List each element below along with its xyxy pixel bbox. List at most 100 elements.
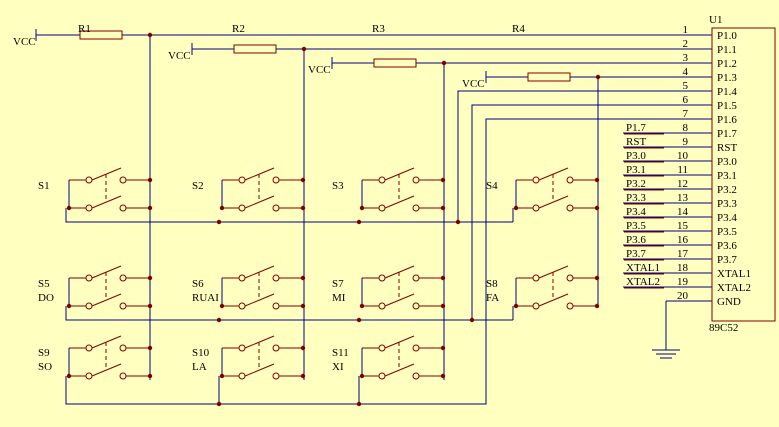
- switch-s4: [515, 167, 597, 212]
- switch-contact: [238, 176, 246, 184]
- switch-s6: [221, 265, 303, 310]
- switch-contact: [272, 372, 280, 380]
- junction-dot: [356, 401, 362, 407]
- switch-ref-label: S7: [332, 278, 344, 290]
- switch-note-label: RUAI: [192, 292, 219, 304]
- switch-ref-label: S9: [38, 347, 50, 359]
- net-label: P3.4: [626, 206, 646, 218]
- ic-pin-name: P1.1: [717, 44, 737, 56]
- switch-contact: [119, 204, 127, 212]
- switch-ref-label: S3: [332, 180, 344, 192]
- switch-s11: [361, 335, 443, 380]
- ic-pin-number: 13: [677, 192, 689, 204]
- vcc-label: VCC: [308, 64, 331, 76]
- switch-contact: [272, 344, 280, 352]
- junction-dot: [300, 205, 306, 211]
- switch-ref-label: S10: [192, 347, 210, 359]
- junction-dot: [219, 303, 225, 309]
- ic-pin-number: 4: [683, 66, 689, 78]
- net-label: RST: [626, 136, 646, 148]
- junction-dot: [147, 345, 153, 351]
- switch-blade: [538, 293, 569, 307]
- switch-contact: [119, 176, 127, 184]
- junction-dot: [147, 32, 153, 38]
- ic-pin-name: RST: [717, 142, 737, 154]
- ic-pin-name: XTAL1: [717, 268, 751, 280]
- resistor-3: [373, 58, 417, 68]
- switch-s8: [515, 265, 597, 310]
- ic-pin-name: P3.1: [717, 170, 737, 182]
- junction-dot: [356, 219, 362, 225]
- switch-blade: [244, 363, 275, 377]
- switch-contact: [532, 274, 540, 282]
- junction-dot: [441, 60, 447, 66]
- switch-contact: [238, 204, 246, 212]
- switch-s2: [221, 167, 303, 212]
- ic-pin-number: 12: [677, 178, 688, 190]
- net-label: P3.7: [626, 248, 646, 260]
- junction-dot: [147, 205, 153, 211]
- junction-dot: [513, 205, 519, 211]
- junction-dot: [300, 373, 306, 379]
- switch-note-label: LA: [192, 361, 207, 373]
- junction-dot: [440, 275, 446, 281]
- switch-contact: [412, 344, 420, 352]
- ic-pin-number: 14: [677, 206, 689, 218]
- ic-pin-name: P3.3: [717, 198, 737, 210]
- switch-contact: [412, 302, 420, 310]
- resistor-label: R2: [232, 23, 245, 35]
- ic-pin-number: 3: [683, 52, 689, 64]
- junction-dot: [359, 373, 365, 379]
- switch-contact: [566, 176, 574, 184]
- switch-contact: [566, 204, 574, 212]
- ic-pin-number: 5: [683, 80, 689, 92]
- vcc-label: VCC: [462, 78, 485, 90]
- ic-pin-name: P1.0: [717, 30, 737, 42]
- resistor-label: R3: [372, 23, 385, 35]
- junction-dot: [219, 205, 225, 211]
- switch-contact: [412, 204, 420, 212]
- junction-dot: [356, 317, 362, 323]
- switch-ref-label: S2: [192, 180, 204, 192]
- ic-pin-name: P1.2: [717, 58, 737, 70]
- ic-pin-number: 15: [677, 220, 689, 232]
- junction-dot: [66, 205, 72, 211]
- ic-pin-number: 18: [677, 262, 689, 274]
- switch-contact: [532, 204, 540, 212]
- ic-pin-number: 1: [683, 24, 689, 36]
- junction-dot: [300, 177, 306, 183]
- junction-dot: [216, 401, 222, 407]
- switch-s3: [361, 167, 443, 212]
- switch-blade: [538, 195, 569, 209]
- resistor-1: [79, 30, 123, 40]
- net-label: P3.2: [626, 178, 646, 190]
- switch-contact: [238, 274, 246, 282]
- switch-blade: [91, 195, 122, 209]
- switch-note-label: XI: [332, 361, 344, 373]
- ic-pin-name: P3.4: [717, 212, 737, 224]
- switch-note-label: DO: [38, 292, 54, 304]
- switch-contact: [378, 372, 386, 380]
- junction-dot: [455, 219, 461, 225]
- row-bus: [65, 90, 666, 223]
- switch-contact: [119, 274, 127, 282]
- ic-pin-number: 20: [677, 290, 689, 302]
- resistor-2: [233, 44, 277, 54]
- switch-blade: [244, 195, 275, 209]
- ic-part-label: 89C52: [709, 322, 738, 334]
- junction-dot: [440, 205, 446, 211]
- ic-pin-number: 6: [683, 94, 689, 106]
- junction-dot: [594, 303, 600, 309]
- switch-contact: [532, 176, 540, 184]
- switch-contact: [378, 176, 386, 184]
- junction-dot: [219, 373, 225, 379]
- switch-contact: [85, 372, 93, 380]
- switch-blade: [91, 363, 122, 377]
- switch-contact: [119, 344, 127, 352]
- junction-dot: [359, 205, 365, 211]
- net-label: P3.1: [626, 164, 646, 176]
- switch-ref-label: S1: [38, 180, 50, 192]
- ic-pin-name: P1.5: [717, 100, 737, 112]
- ic-pin-number: 11: [677, 164, 688, 176]
